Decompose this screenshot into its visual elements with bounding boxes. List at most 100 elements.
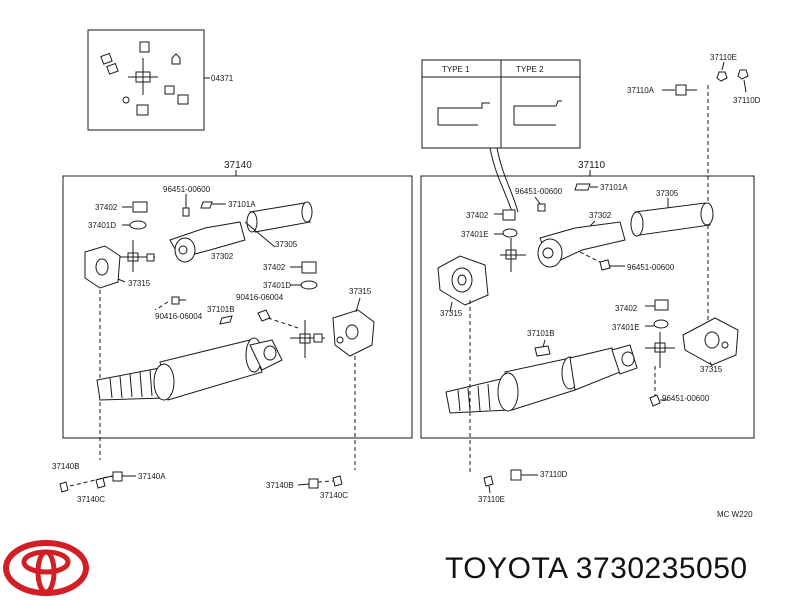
nut-icon	[510, 469, 522, 481]
flange-yoke-right-right	[682, 317, 739, 366]
label-right-37305: 37305	[656, 189, 679, 198]
label-left-37305: 37305	[275, 240, 298, 249]
label-left-37401d-b: 37401D	[263, 281, 291, 290]
nut-icon	[332, 475, 343, 487]
kit-part-label: 04371	[211, 74, 234, 83]
bolt-icon	[257, 309, 271, 322]
type1-label: TYPE 1	[442, 65, 470, 74]
label-left-37315-b: 37315	[349, 287, 372, 296]
bolt-icon	[308, 478, 319, 489]
left-assembly-37140: 37140 96451-00600 37101A 37402 37401D 37…	[62, 160, 413, 470]
sleeve-37305-right	[630, 202, 714, 237]
right-assembly-37110: 37110 96451-00600 37101A 37305 37402 373…	[420, 160, 755, 475]
bearing-cap-icon	[136, 104, 149, 116]
left-assembly-frame	[62, 175, 413, 439]
bottom-hardware: 37140B 37140A 37140C 37140B 37140C 37110…	[52, 462, 568, 504]
bolt-icon	[537, 203, 546, 212]
universal-joint-kit: 04371	[87, 29, 234, 131]
grease-fitting-icon	[171, 53, 181, 65]
label-left-37402: 37402	[95, 203, 118, 212]
type2-label: TYPE 2	[516, 65, 544, 74]
spider-icon	[120, 240, 155, 272]
type-comparison-box: TYPE 1 TYPE 2	[421, 59, 581, 213]
spider-icon	[128, 58, 158, 95]
label-left-90416: 90416-06004	[155, 312, 203, 321]
diagram-code: MC W220	[717, 510, 753, 519]
label-37140c-left: 37140C	[77, 495, 105, 504]
spider-icon	[645, 332, 675, 368]
part-number: 3730235050	[575, 552, 748, 585]
label-left-37402-b: 37402	[263, 263, 286, 272]
label-right-bolt-low: 96451-00600	[662, 394, 710, 403]
propeller-shaft-right	[445, 344, 638, 414]
bearing-cap-icon	[164, 85, 175, 95]
flange-plate-icon	[200, 201, 213, 209]
label-right-37401e-b: 37401E	[612, 323, 640, 332]
flange-plate-icon	[534, 345, 551, 357]
label-left-37315: 37315	[128, 279, 151, 288]
label-left-90416-b: 90416-06004	[236, 293, 284, 302]
bolt-icon	[112, 471, 123, 482]
label-37110a: 37110A	[627, 86, 655, 95]
label-right-37315-b: 37315	[700, 365, 723, 374]
flange-plate-icon	[574, 183, 591, 191]
label-right-37302: 37302	[589, 211, 612, 220]
label-left-37401d: 37401D	[88, 221, 116, 230]
flange-yoke-left	[84, 245, 121, 289]
label-37140c-mid: 37140C	[320, 491, 348, 500]
bolt-icon	[171, 296, 180, 305]
nut-icon	[59, 481, 69, 493]
label-right-37101b: 37101B	[527, 329, 555, 338]
flange-yoke-left-right	[437, 255, 489, 306]
bearing-cap-icon	[100, 52, 113, 65]
type2-profile	[513, 100, 562, 125]
label-37110e-bottom: 37110E	[478, 495, 505, 504]
bearing-icon	[301, 261, 317, 274]
washer-icon	[716, 71, 728, 82]
label-37110d-bottom: 37110D	[540, 470, 568, 479]
washer-icon	[483, 475, 494, 487]
label-37140b-left: 37140B	[52, 462, 80, 471]
washer-icon	[300, 280, 318, 290]
label-left-37302: 37302	[211, 252, 234, 261]
left-assembly-number: 37140	[224, 160, 252, 171]
snap-ring-icon	[122, 96, 130, 104]
bearing-icon	[132, 201, 148, 213]
bearing-cap-icon	[139, 41, 150, 53]
bearing-cap-icon	[177, 94, 189, 105]
bolt-icon	[649, 394, 661, 407]
bearing-cap-icon	[106, 62, 119, 75]
sleeve-37305	[246, 201, 313, 233]
washer-icon	[502, 228, 518, 238]
slip-yoke-37302-right	[537, 221, 626, 268]
spider-icon	[500, 238, 526, 272]
propeller-shaft-left	[96, 337, 283, 401]
toyota-logo	[3, 540, 89, 596]
label-37110e-top: 37110E	[710, 53, 737, 62]
brand-part-title: TOYOTA 3730235050	[445, 552, 748, 586]
type1-profile	[437, 102, 490, 125]
label-37140a: 37140A	[138, 472, 166, 481]
right-assembly-frame	[420, 175, 755, 439]
label-left-bolt-top: 96451-00600	[163, 185, 211, 194]
label-right-bolt-top: 96451-00600	[515, 187, 563, 196]
spider-icon	[290, 320, 325, 358]
label-37140b-mid: 37140B	[266, 481, 294, 490]
washer-icon	[653, 319, 669, 329]
label-37110d-top: 37110D	[733, 96, 761, 105]
slip-yoke-37302	[169, 221, 246, 263]
nut-icon	[737, 69, 749, 80]
brand-name: TOYOTA	[445, 552, 567, 585]
flange-yoke-right	[332, 309, 375, 357]
label-right-bolt-yoke: 96451-00600	[627, 263, 675, 272]
washer-icon	[129, 220, 147, 230]
bearing-icon	[654, 299, 669, 311]
label-right-37402-b: 37402	[615, 304, 638, 313]
label-left-37101b: 37101B	[207, 305, 235, 314]
bolt-icon	[599, 259, 611, 271]
label-right-37101a: 37101A	[600, 183, 628, 192]
label-left-37101a: 37101A	[228, 200, 256, 209]
flange-plate-icon	[219, 315, 233, 325]
label-right-37402: 37402	[466, 211, 489, 220]
